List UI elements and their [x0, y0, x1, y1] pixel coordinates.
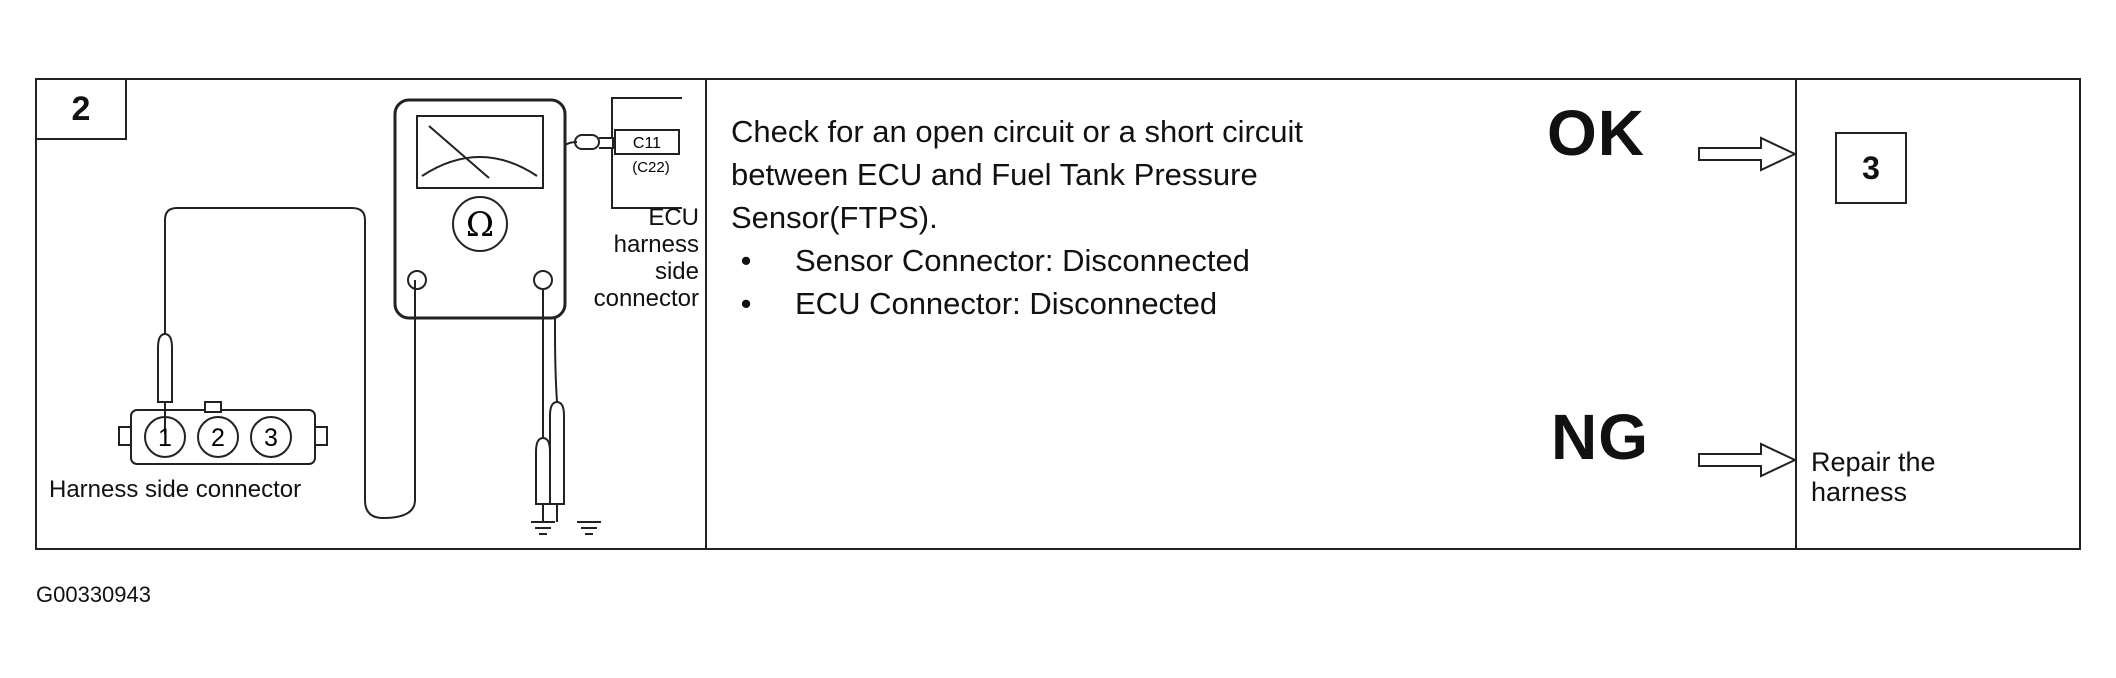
- ecu-connector-box: [614, 129, 680, 155]
- repair-line-1: Repair the: [1811, 447, 1936, 477]
- wiring-diagram: Ω C11 (C22) 1 2 3 2 ECU harness side con…: [37, 80, 707, 548]
- ecu-probe-tip: [599, 137, 614, 149]
- harness-connector-key: [204, 401, 222, 413]
- repair-action: Repair the harness: [1811, 447, 1936, 507]
- ground-probe-1-handle: [535, 436, 551, 505]
- ok-arrow-icon: [1698, 136, 1797, 172]
- instruction-line-2: between ECU and Fuel Tank Pressure: [731, 157, 1258, 192]
- ecu-label-line-1: ECU: [648, 204, 699, 231]
- harness-connector-label: Harness side connector: [49, 476, 302, 503]
- ng-arrow-icon: [1698, 442, 1797, 478]
- diagram-svg: Ω C11 (C22) 1 2 3: [118, 97, 682, 535]
- instruction-line-1: Check for an open circuit or a short cir…: [731, 114, 1304, 149]
- multimeter-scale-arc: [421, 156, 538, 177]
- multimeter-terminal-left: [407, 270, 427, 290]
- condition-item: ECU Connector: Disconnected: [731, 282, 1451, 325]
- ecu-label-line-3: side: [654, 258, 699, 285]
- multimeter-display: [416, 115, 544, 189]
- harness-probe-handle: [157, 332, 173, 403]
- instruction-text: Check for an open circuit or a short cir…: [731, 110, 1451, 325]
- ecu-label-line-4: connector: [593, 285, 699, 312]
- ecu-connector-alt-code: (C22): [632, 159, 670, 176]
- condition-list: Sensor Connector: Disconnected ECU Conne…: [731, 239, 1451, 325]
- ecu-label-line-2: harness: [613, 231, 699, 258]
- multimeter-mode-dial: [452, 196, 508, 252]
- pin-3-label: 3: [264, 424, 278, 452]
- divider-result: [1795, 80, 1797, 548]
- ecu-connector-code: C11: [633, 135, 661, 152]
- ok-result-label: OK: [1547, 97, 1645, 169]
- pin-2-circle: [197, 416, 239, 458]
- ground-probe-2-handle: [549, 400, 565, 505]
- ecu-connector-label: ECU harness side connector: [577, 204, 699, 312]
- ohm-symbol: Ω: [466, 205, 494, 245]
- ecu-connector-bracket: [611, 97, 682, 209]
- condition-item: Sensor Connector: Disconnected: [731, 239, 1451, 282]
- harness-connector-latch-right: [314, 426, 328, 446]
- ecu-probe-handle: [574, 134, 600, 150]
- pin-2-label: 2: [211, 424, 225, 452]
- ng-result-label: NG: [1551, 401, 1649, 473]
- instruction-line-3: Sensor(FTPS).: [731, 200, 938, 235]
- next-step-box: 3: [1835, 132, 1907, 204]
- pin-3-circle: [250, 416, 292, 458]
- harness-probe-wire: [164, 207, 416, 520]
- step-number: 2: [37, 80, 127, 140]
- multimeter-needle: [428, 125, 490, 179]
- harness-connector-latch-left: [118, 426, 132, 446]
- diagnostic-step-table: Ω C11 (C22) 1 2 3 2 ECU harness side con…: [35, 78, 2081, 550]
- pin-1-label: 1: [158, 424, 172, 452]
- divider-diagram: [705, 80, 707, 548]
- repair-line-2: harness: [1811, 477, 1908, 507]
- multimeter-terminal-right: [533, 270, 553, 290]
- figure-code: G00330943: [36, 582, 151, 607]
